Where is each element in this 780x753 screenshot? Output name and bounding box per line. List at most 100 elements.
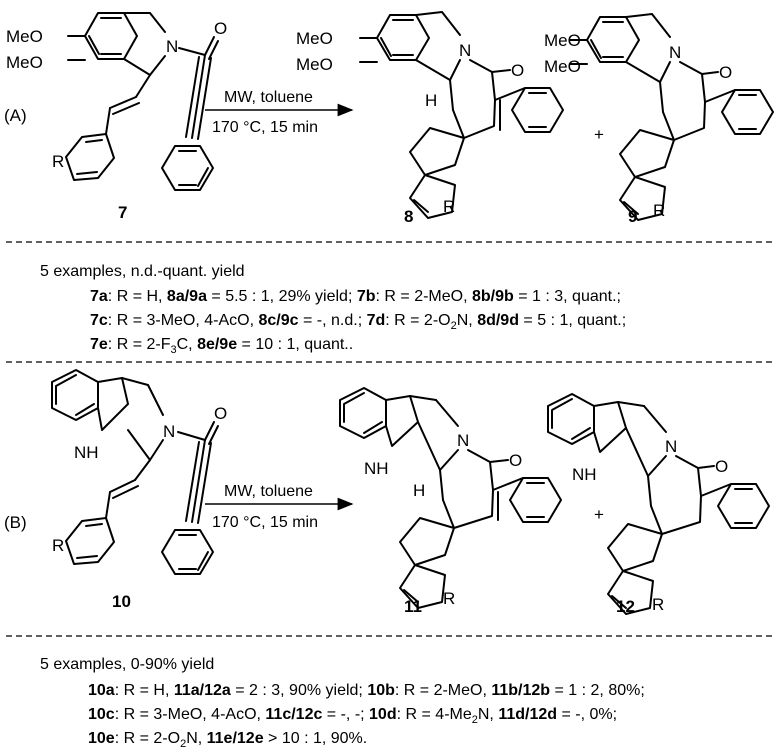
result-text: : R = 2-MeO, — [376, 288, 472, 305]
methoxy-label: MeO — [296, 55, 333, 74]
results-line: 10c: R = 3-MeO, 4-AcO, 11c/12c = -, -; 1… — [88, 706, 617, 726]
methoxy-label: MeO — [544, 31, 581, 50]
results-line: 7e: R = 2-F3C, 8e/9e = 10 : 1, quant.. — [90, 336, 353, 356]
result-text: > 10 : 1, 90%. — [264, 730, 368, 747]
nitrogen-label: N — [459, 41, 471, 60]
results-line: 10a: R = H, 11a/12a = 2 : 3, 90% yield; … — [88, 682, 645, 699]
oxygen-label: O — [214, 404, 227, 423]
compound-9-structure: MeO MeO N O R — [544, 13, 774, 221]
plus-sign: + — [594, 125, 604, 144]
oxygen-label: O — [715, 457, 728, 476]
oxygen-label: O — [511, 61, 524, 80]
result-text: N, — [478, 706, 498, 723]
compound-12-label: 12 — [616, 597, 635, 616]
compound-8-label: 8 — [404, 207, 413, 226]
nitrogen-label: N — [163, 422, 175, 441]
compound-code: 8d/9d — [477, 312, 519, 329]
nh-label: NH — [74, 443, 99, 462]
result-text: = 1 : 2, 80%; — [550, 682, 645, 699]
compound-code: 7b — [357, 288, 376, 305]
result-text: = 1 : 3, quant.; — [514, 288, 621, 305]
results-line: 7c: R = 3-MeO, 4-AcO, 8c/9c = -, n.d.; 7… — [90, 312, 626, 332]
subscript: 2 — [180, 738, 186, 750]
reagent-label: MW, toluene — [224, 483, 313, 500]
result-text: : R = 4-Me — [397, 706, 472, 723]
result-text: = -, 0%; — [557, 706, 617, 723]
summary-text: 5 examples, 0-90% yield — [40, 656, 214, 673]
hydrogen-label: H — [425, 91, 437, 110]
result-text: : R = 2-O — [115, 730, 180, 747]
result-text: = 5.5 : 1, 29% yield; — [207, 288, 357, 305]
result-text: = 10 : 1, quant.. — [237, 336, 353, 353]
methoxy-label: MeO — [6, 53, 43, 72]
result-text: C, — [177, 336, 197, 353]
result-text: N, — [457, 312, 477, 329]
section-a: (A) MeO — [4, 11, 774, 363]
result-text: : R = 2-F — [108, 336, 171, 353]
condition-label: 170 °C, 15 min — [212, 119, 318, 136]
compound-code: 7d — [367, 312, 386, 329]
compound-code: 11a/12a — [174, 682, 231, 699]
result-text: N, — [186, 730, 206, 747]
nitrogen-label: N — [166, 37, 178, 56]
result-text: : R = 3-MeO, 4-AcO, — [108, 312, 259, 329]
result-text: = 5 : 1, quant.; — [519, 312, 626, 329]
methoxy-label: MeO — [6, 27, 43, 46]
subscript: 2 — [472, 714, 478, 726]
r-group-label: R — [653, 201, 665, 220]
result-text: = -, n.d.; — [299, 312, 367, 329]
condition-label: 170 °C, 15 min — [212, 514, 318, 531]
hydrogen-label: H — [413, 481, 425, 500]
compound-12-structure: NH N O R — [547, 393, 770, 615]
plus-sign: + — [594, 505, 604, 524]
reagent-label: MW, toluene — [224, 89, 313, 106]
compound-code: 8c/9c — [259, 312, 299, 329]
nh-label: NH — [572, 465, 597, 484]
results-line: 7a: R = H, 8a/9a = 5.5 : 1, 29% yield; 7… — [90, 288, 621, 305]
nitrogen-label: N — [669, 43, 681, 62]
nitrogen-label: N — [457, 431, 469, 450]
result-text: : R = H, — [115, 682, 174, 699]
summary-text: 5 examples, n.d.-quant. yield — [40, 263, 245, 280]
section-a-label: (A) — [4, 106, 27, 125]
compound-code: 10b — [367, 682, 395, 699]
result-text: : R = 2-MeO, — [395, 682, 491, 699]
r-group-label: R — [52, 536, 64, 555]
methoxy-label: MeO — [544, 57, 581, 76]
methoxy-label: MeO — [296, 29, 333, 48]
compound-code: 10d — [369, 706, 397, 723]
compound-code: 7c — [90, 312, 108, 329]
compound-code: 10c — [88, 706, 115, 723]
compound-10-structure: NH N O R — [51, 369, 227, 575]
r-group-label: R — [443, 197, 455, 216]
compound-code: 11e/12e — [207, 730, 264, 747]
compound-code: 11c/12c — [265, 706, 322, 723]
nitrogen-label: N — [665, 437, 677, 456]
compound-10-label: 10 — [112, 592, 131, 611]
section-b-label: (B) — [4, 513, 27, 532]
compound-7-structure: MeO MeO N O R — [6, 12, 227, 191]
oxygen-label: O — [509, 451, 522, 470]
section-b: (B) — [4, 369, 774, 750]
compound-7-label: 7 — [118, 203, 127, 222]
results-line: 10e: R = 2-O2N, 11e/12e > 10 : 1, 90%. — [88, 730, 367, 750]
compound-8-structure: MeO MeO N O H R — [296, 11, 564, 219]
r-group-label: R — [443, 589, 455, 608]
compound-code: 10a — [88, 682, 115, 699]
subscript: 3 — [170, 344, 176, 356]
compound-code: 8a/9a — [167, 288, 207, 305]
compound-11-structure: NH N O H R — [339, 387, 562, 609]
compound-code: 11d/12d — [498, 706, 557, 723]
result-text: : R = H, — [108, 288, 167, 305]
result-text: : R = 2-O — [385, 312, 450, 329]
compound-9-label: 9 — [628, 207, 637, 226]
subscript: 2 — [451, 320, 457, 332]
compound-code: 10e — [88, 730, 115, 747]
compound-code: 8e/9e — [197, 336, 237, 353]
r-group-label: R — [52, 152, 64, 171]
compound-11-label: 11 — [404, 597, 422, 616]
compound-code: 7e — [90, 336, 108, 353]
result-text: : R = 3-MeO, 4-AcO, — [115, 706, 266, 723]
r-group-label: R — [652, 595, 664, 614]
oxygen-label: O — [214, 19, 227, 38]
